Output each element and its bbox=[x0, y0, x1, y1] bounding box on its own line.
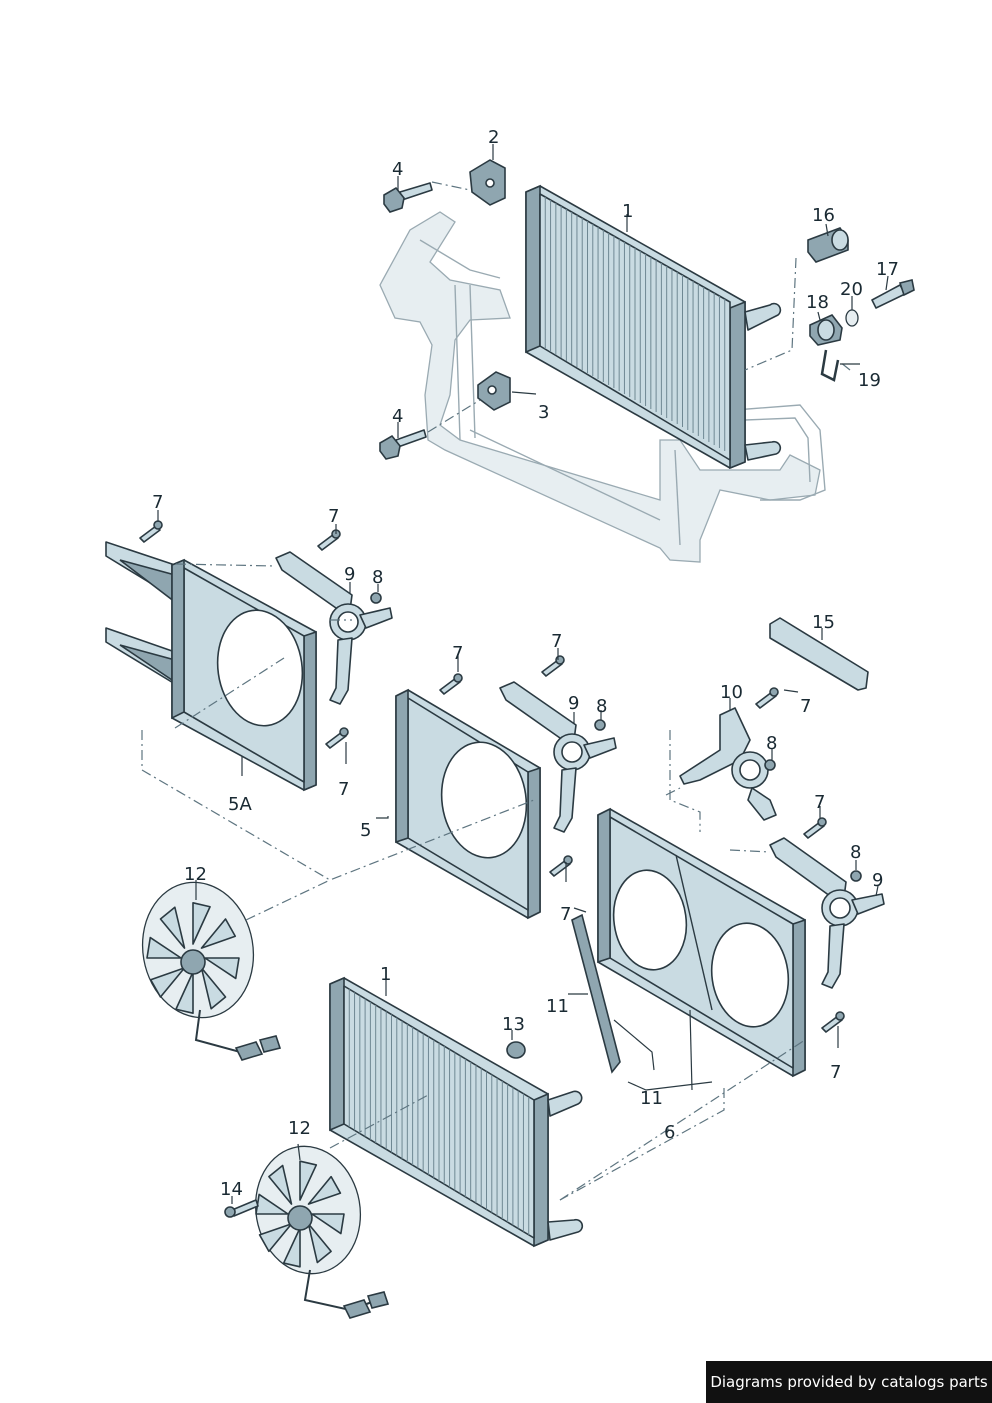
o-ring-20 bbox=[845, 309, 859, 327]
label-16: 16 bbox=[812, 205, 835, 226]
radiator-top bbox=[525, 184, 782, 470]
radiator-bottom bbox=[329, 976, 584, 1248]
label-9-b: 9 bbox=[568, 693, 579, 714]
label-6: 6 bbox=[664, 1122, 675, 1143]
label-7-a: 7 bbox=[152, 492, 163, 513]
label-7-c: 7 bbox=[338, 779, 349, 800]
nut-8d bbox=[850, 870, 862, 882]
part-labels: 1 2 3 4 4 16 17 18 20 19 7 7 9 8 7 5A 7 … bbox=[152, 127, 899, 1200]
label-2: 2 bbox=[488, 127, 499, 148]
label-15: 15 bbox=[812, 612, 835, 633]
screw-7h bbox=[803, 817, 827, 839]
assembly-lines bbox=[141, 181, 851, 1201]
label-4-top: 4 bbox=[392, 159, 403, 180]
rubber-mount-2 bbox=[469, 159, 506, 206]
bracket-9b bbox=[499, 681, 617, 833]
nut-8c bbox=[764, 759, 776, 771]
screw-7d bbox=[439, 673, 463, 695]
label-17: 17 bbox=[876, 259, 899, 280]
nut-8a bbox=[370, 592, 382, 604]
cover-15 bbox=[769, 617, 869, 691]
label-14: 14 bbox=[220, 1179, 243, 1200]
bolt-4-bottom bbox=[379, 429, 427, 460]
label-8-d: 8 bbox=[850, 842, 861, 863]
seal-strip-11 bbox=[571, 913, 621, 1074]
label-7-e: 7 bbox=[551, 631, 562, 652]
label-11-a: 11 bbox=[546, 996, 569, 1017]
bracket-9a bbox=[275, 551, 393, 705]
label-11-b: 11 bbox=[640, 1088, 663, 1109]
rubber-mount-3 bbox=[477, 371, 511, 411]
label-20: 20 bbox=[840, 279, 863, 300]
fan-12-bottom bbox=[254, 1145, 390, 1319]
label-8-a: 8 bbox=[372, 567, 383, 588]
screw-7e bbox=[541, 655, 565, 677]
bracket-10 bbox=[679, 707, 777, 821]
label-19: 19 bbox=[858, 370, 881, 391]
switch-18 bbox=[809, 314, 843, 346]
label-5: 5 bbox=[360, 820, 371, 841]
screw-7a bbox=[139, 520, 163, 543]
fan-12-top bbox=[141, 881, 282, 1061]
screw-7b bbox=[317, 529, 341, 551]
leader-lines bbox=[157, 144, 889, 1204]
fan-shroud-5a bbox=[105, 541, 317, 792]
screw-7c bbox=[325, 727, 349, 749]
label-7-f: 7 bbox=[560, 904, 571, 925]
screw-7g bbox=[755, 687, 779, 709]
bolt-4-top bbox=[383, 182, 433, 213]
label-7-g: 7 bbox=[800, 696, 811, 717]
label-1-bottom: 1 bbox=[380, 964, 391, 985]
switch-16 bbox=[807, 227, 849, 263]
label-7-h: 7 bbox=[814, 792, 825, 813]
label-12-bottom: 12 bbox=[288, 1118, 311, 1139]
nut-8b bbox=[594, 719, 606, 731]
label-10: 10 bbox=[720, 682, 743, 703]
screw-14 bbox=[224, 1199, 259, 1218]
label-7-b: 7 bbox=[328, 506, 339, 527]
front-support-frame bbox=[379, 211, 826, 563]
bracket-9c bbox=[769, 837, 885, 989]
label-1-top: 1 bbox=[622, 201, 633, 222]
credit-banner: Diagrams provided by catalogs parts bbox=[706, 1361, 992, 1403]
label-4-bottom: 4 bbox=[392, 406, 403, 427]
label-3: 3 bbox=[538, 402, 549, 423]
fan-shroud-5 bbox=[395, 688, 541, 920]
label-12-top: 12 bbox=[184, 864, 207, 885]
label-13: 13 bbox=[502, 1014, 525, 1035]
label-9-a: 9 bbox=[344, 564, 355, 585]
buffer-13 bbox=[506, 1041, 526, 1059]
clip-19 bbox=[820, 349, 840, 382]
label-7-d: 7 bbox=[452, 643, 463, 664]
label-8-c: 8 bbox=[766, 733, 777, 754]
twin-fan-shroud-6 bbox=[597, 807, 806, 1078]
label-7-i: 7 bbox=[830, 1062, 841, 1083]
screw-7i bbox=[821, 1011, 845, 1033]
label-8-b: 8 bbox=[596, 696, 607, 717]
label-9-c: 9 bbox=[872, 870, 883, 891]
label-18: 18 bbox=[806, 292, 829, 313]
screw-7f bbox=[549, 855, 573, 877]
sender-17 bbox=[871, 279, 915, 309]
label-5a: 5A bbox=[228, 794, 252, 815]
